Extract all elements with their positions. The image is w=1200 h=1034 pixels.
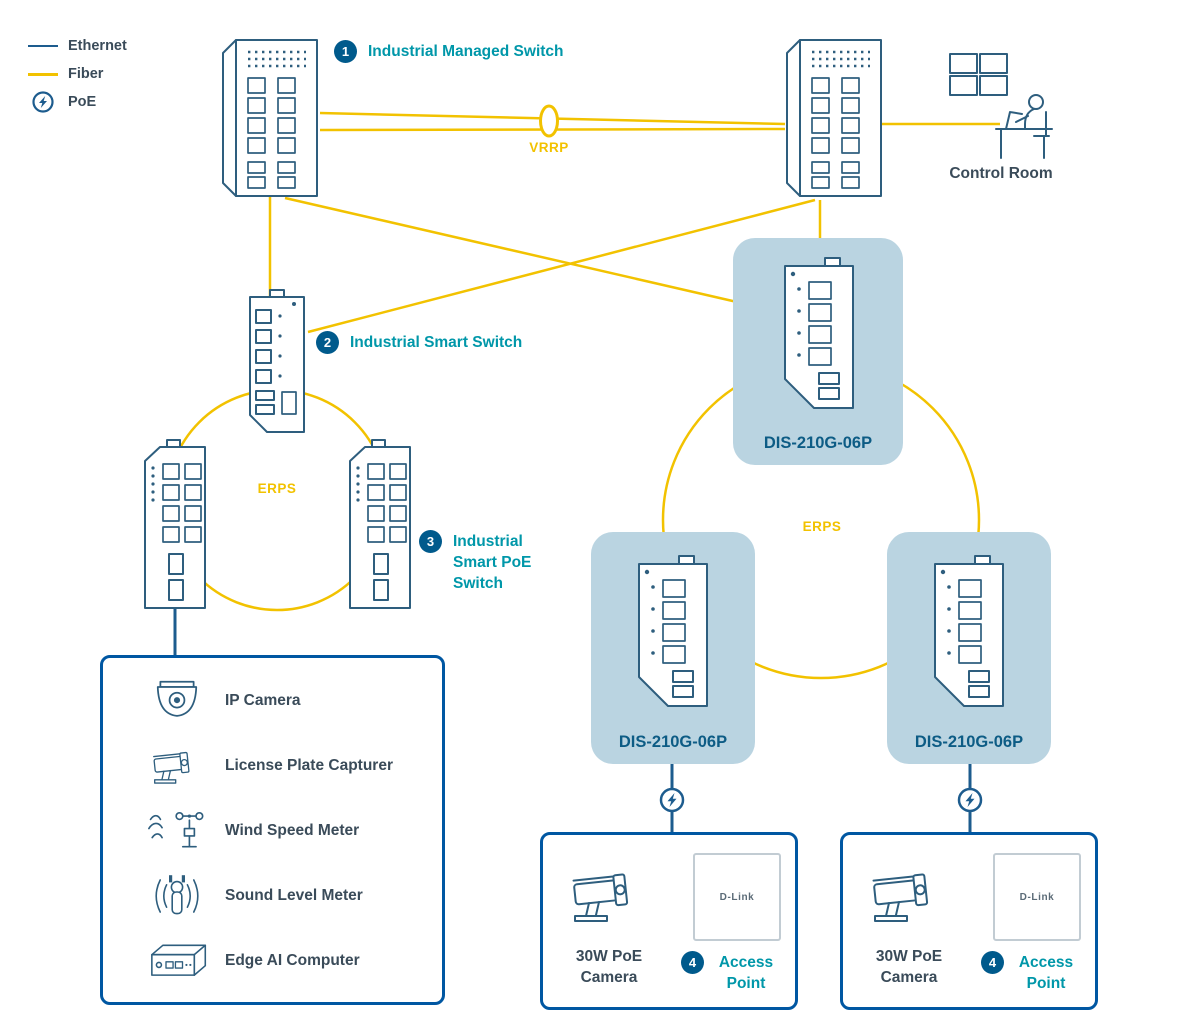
device-label: Wind Speed Meter: [225, 821, 360, 839]
access-point-label: 4 Access Point: [681, 951, 777, 995]
legend: Ethernet Fiber PoE: [28, 32, 127, 116]
dis-switch-illustration: [934, 555, 1004, 707]
legend-poe: PoE: [28, 88, 127, 116]
poe-icon: [659, 787, 685, 813]
fiber-link-sw1-dis: [284, 196, 738, 304]
dome-camera-icon: [129, 679, 225, 723]
device-row: IP Camera: [103, 668, 442, 733]
smart-poe-switch-label: 3 Industrial Smart PoE Switch: [419, 530, 543, 595]
poe-icon: [32, 91, 54, 113]
smart-poe-switch-title: Industrial Smart PoE Switch: [453, 533, 532, 592]
legend-ethernet-label: Ethernet: [68, 38, 127, 54]
dis-model-label: DIS-210G-06P: [763, 434, 873, 452]
wind-speed-meter-icon: [129, 807, 225, 855]
legend-ethernet: Ethernet: [28, 32, 127, 60]
step-badge-4: 4: [981, 951, 1004, 974]
access-point-label: 4 Access Point: [981, 951, 1077, 995]
control-room-label: Control Room: [949, 165, 1053, 182]
ethernet-line-swatch: [28, 45, 58, 47]
dis-switch-illustration: [784, 257, 854, 409]
access-point-title: Access Point: [1018, 954, 1074, 992]
device-row: Edge AI Computer: [103, 928, 442, 993]
managed-switch-title: Industrial Managed Switch: [368, 43, 564, 60]
edge-ai-computer-icon: [129, 940, 225, 982]
step-badge-2: 2: [316, 331, 339, 354]
erps-right-label: ERPS: [802, 519, 842, 534]
access-point-device: D-Link: [993, 853, 1081, 941]
dis-switch-left-card: DIS-210G-06P: [591, 532, 755, 764]
dlink-logo: D-Link: [719, 891, 755, 903]
device-label: IP Camera: [225, 691, 301, 709]
smart-switch-illustration: [249, 289, 305, 433]
step-badge-4: 4: [681, 951, 704, 974]
dlink-logo: D-Link: [1019, 891, 1055, 903]
poe-camera-icon: [572, 873, 629, 922]
managed-switch-label: 1 Industrial Managed Switch: [334, 40, 564, 63]
smart-switch-title: Industrial Smart Switch: [350, 334, 523, 351]
poe-camera-label: 30W PoE Camera: [875, 948, 943, 986]
dis-switch-top-card: DIS-210G-06P: [733, 238, 903, 465]
poe-icon: [957, 787, 983, 813]
fiber-link-sw2-smart: [307, 198, 816, 334]
legend-fiber: Fiber: [28, 60, 127, 88]
access-point-title: Access Point: [718, 954, 774, 992]
dis-switch-right-card: DIS-210G-06P: [887, 532, 1051, 764]
device-label: Sound Level Meter: [225, 886, 363, 904]
device-row: Wind Speed Meter: [103, 798, 442, 863]
device-row: License Plate Capturer: [103, 733, 442, 798]
erps-left-label: ERPS: [257, 481, 297, 496]
poe-camera-icon: [872, 873, 929, 922]
control-room-illustration: [949, 53, 1053, 159]
access-point-device: D-Link: [693, 853, 781, 941]
smart-switch-label: 2 Industrial Smart Switch: [316, 331, 522, 354]
smart-poe-switch-1-illustration: [144, 439, 206, 609]
endpoint-box-2: 30W PoE Camera D-Link 4 Access Point: [840, 832, 1098, 1010]
device-label: License Plate Capturer: [225, 756, 393, 774]
step-badge-1: 1: [334, 40, 357, 63]
device-row: Sound Level Meter: [103, 863, 442, 928]
dis-model-label: DIS-210G-06P: [618, 733, 728, 751]
poe-camera-label: 30W PoE Camera: [575, 948, 643, 986]
managed-switch-2-illustration: [786, 39, 882, 197]
vrrp-label: VRRP: [529, 140, 569, 155]
legend-poe-label: PoE: [68, 94, 97, 110]
vrrp-ring-icon: [539, 104, 559, 138]
device-panel: IP Camera License: [100, 655, 445, 1005]
sound-level-meter-icon: [129, 872, 225, 920]
managed-switch-1-illustration: [222, 39, 318, 197]
bullet-camera-icon: [129, 745, 225, 787]
smart-poe-switch-2-illustration: [349, 439, 411, 609]
legend-fiber-label: Fiber: [68, 66, 104, 82]
dis-switch-illustration: [638, 555, 708, 707]
dis-model-label: DIS-210G-06P: [914, 733, 1024, 751]
endpoint-box-1: 30W PoE Camera D-Link 4 Access Point: [540, 832, 798, 1010]
device-label: Edge AI Computer: [225, 951, 360, 969]
step-badge-3: 3: [419, 530, 442, 553]
fiber-line-swatch: [28, 72, 58, 76]
